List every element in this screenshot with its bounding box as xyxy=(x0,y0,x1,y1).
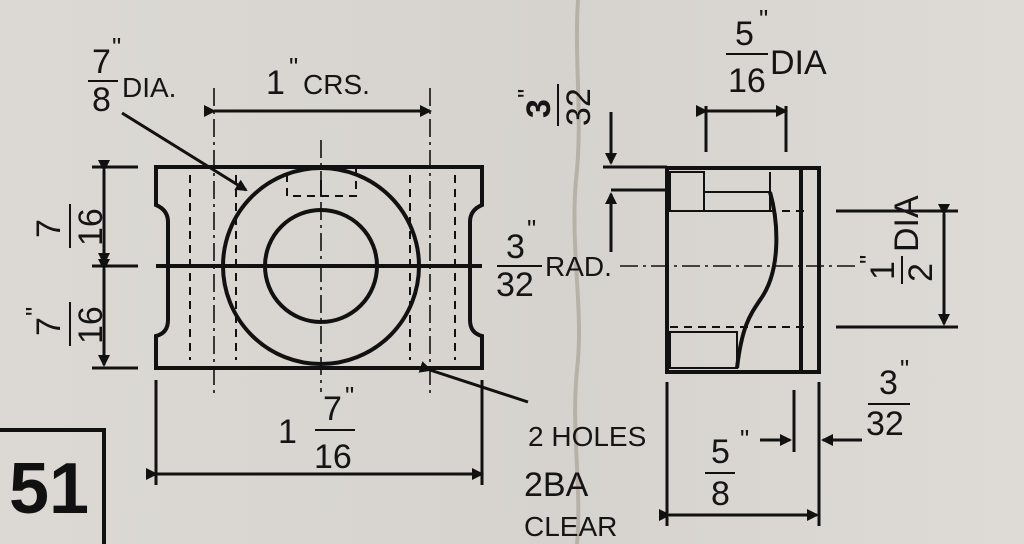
side-dia-num: 1 xyxy=(864,261,902,280)
side-dia-den: 2 xyxy=(902,263,940,282)
left-dia-den: 8 xyxy=(92,81,111,119)
left-dia-num: 7 xyxy=(92,43,111,81)
right-view xyxy=(603,105,958,526)
diameter-leader xyxy=(121,111,248,192)
bottom-unit: " xyxy=(740,424,749,454)
part-number-badge: 51 xyxy=(0,428,106,544)
top-dia-unit: " xyxy=(759,4,768,34)
rad-label: RAD. xyxy=(545,251,612,282)
top-small-label: 3 " 32 xyxy=(512,84,598,126)
rad-num: 3 xyxy=(506,228,525,266)
hatch-top-band xyxy=(703,191,771,212)
upper-height-num: 7 xyxy=(30,219,68,238)
rad-unit: " xyxy=(527,214,536,244)
paper-fold-line xyxy=(572,0,582,544)
upper-height-den: 16 xyxy=(72,208,110,246)
rad-den: 32 xyxy=(496,266,534,304)
width-whole: 1 xyxy=(278,413,297,451)
hatch-bottom xyxy=(669,331,738,369)
top-small-num: 3 xyxy=(520,99,558,118)
width-num: 7 xyxy=(323,390,342,428)
side-dia-label-text: DIA xyxy=(888,195,926,252)
thread-note: 2BA xyxy=(524,466,589,504)
holes-note: 2 HOLES xyxy=(528,421,646,452)
side-dia-label: 1 " 2 DIA xyxy=(854,195,940,284)
left-view xyxy=(92,88,529,485)
width-unit: " xyxy=(345,381,354,411)
centers-value: 1 xyxy=(266,64,285,102)
left-dia-unit: " xyxy=(112,32,121,62)
right-small-unit: " xyxy=(900,354,909,384)
hatch-top-left xyxy=(669,171,705,212)
right-body-outline xyxy=(665,166,821,374)
centers-label: CRS. xyxy=(303,69,370,100)
clear-note: CLEAR xyxy=(524,511,617,542)
side-dia-unit: " xyxy=(854,255,884,264)
top-dia-num: 5 xyxy=(735,15,754,53)
right-small-den: 32 xyxy=(866,405,904,443)
bottom-den: 8 xyxy=(711,475,730,513)
left-body-outline xyxy=(154,165,484,370)
bottom-num: 5 xyxy=(711,433,730,471)
lower-height-label: 7 " 16 xyxy=(20,302,110,346)
width-den: 16 xyxy=(314,438,352,476)
lower-height-num: 7 xyxy=(30,317,68,336)
right-small-num: 3 xyxy=(879,364,898,402)
lower-height-den: 16 xyxy=(72,306,110,344)
holes-leader xyxy=(418,361,529,404)
bore-section-curve xyxy=(735,191,779,369)
left-dia-label: DIA. xyxy=(122,72,176,103)
part-number: 51 xyxy=(8,449,90,529)
upper-height-label: 7 16 xyxy=(30,204,110,248)
centers-unit: " xyxy=(289,52,298,82)
lower-height-unit: " xyxy=(20,307,50,316)
top-dia-den: 16 xyxy=(728,62,766,100)
top-small-unit: " xyxy=(512,89,542,98)
labels: 7 " 8 DIA. 1 " CRS. 7 16 7 " 16 1 7 " xyxy=(20,4,940,542)
top-dia-label: DIA xyxy=(770,44,827,82)
top-small-den: 32 xyxy=(560,88,598,126)
